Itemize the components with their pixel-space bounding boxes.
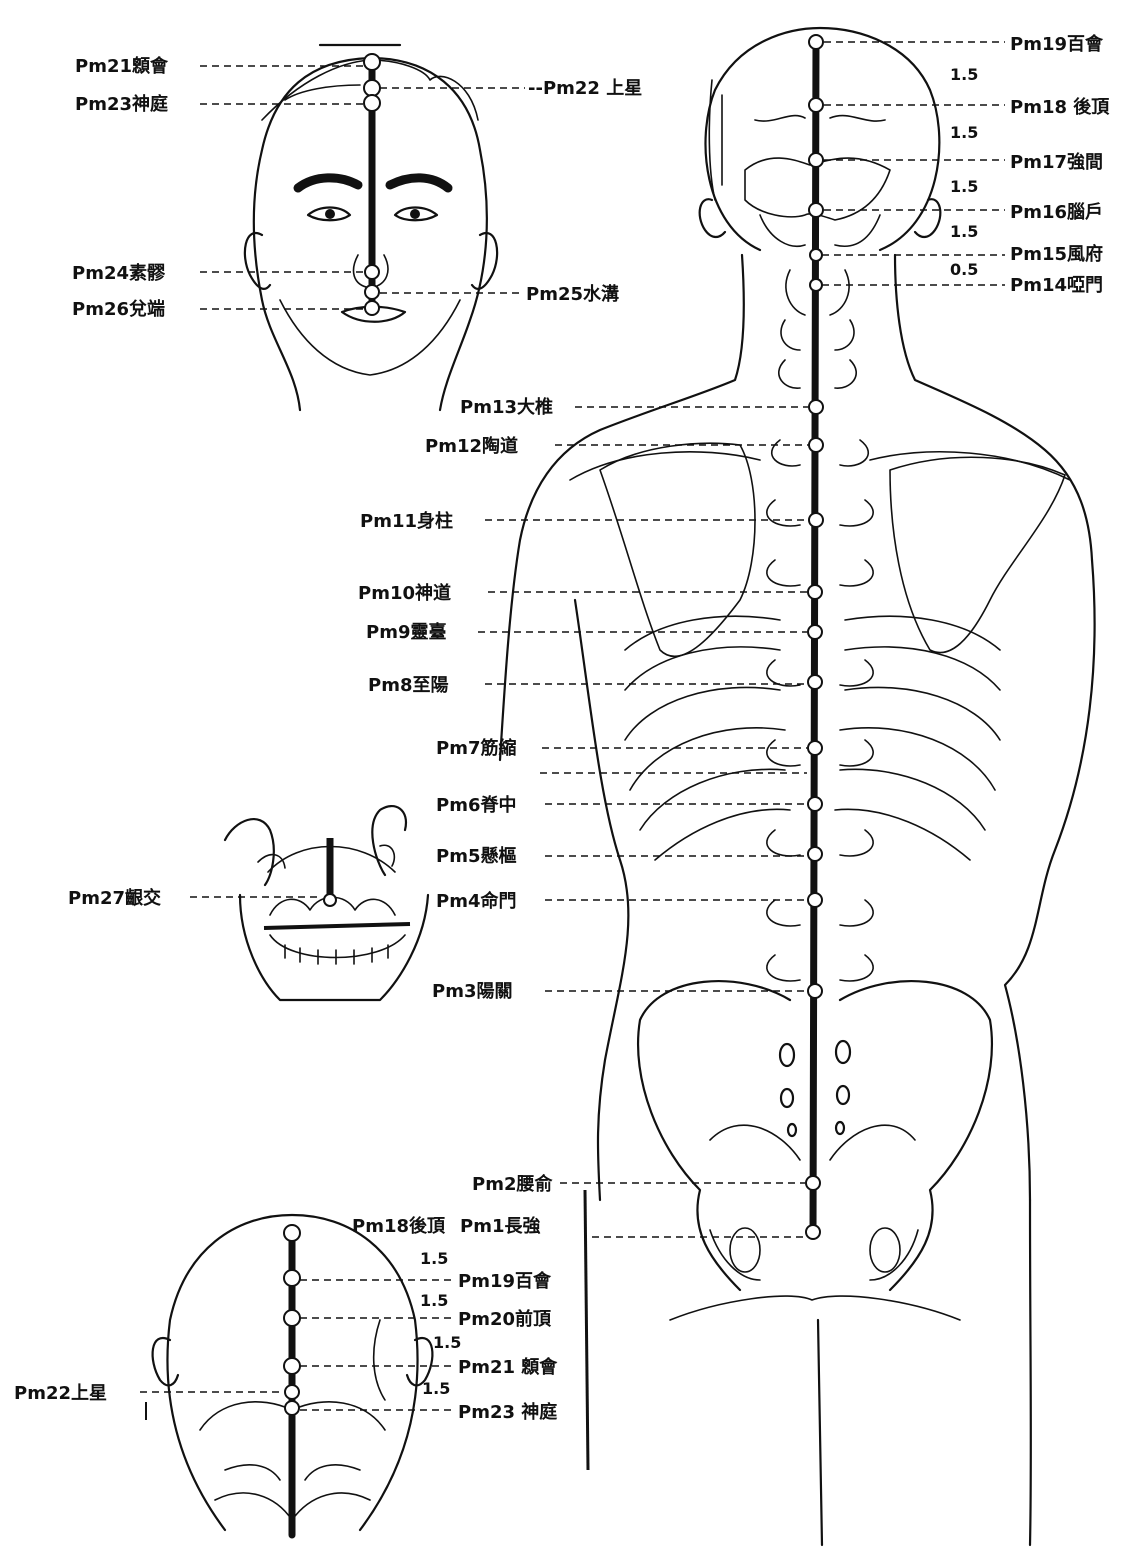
label-pm15: Pm15風府	[1010, 243, 1103, 265]
label-pm10: Pm10神道	[358, 582, 451, 604]
label-pm14: Pm14啞門	[1010, 275, 1103, 296]
label-pm23-head: Pm23 神庭	[458, 1401, 557, 1423]
label-pm6: Pm6脊中	[436, 794, 516, 816]
divider-line	[585, 1190, 588, 1470]
gum-acupoint	[324, 894, 336, 906]
spacing-head-2: 1.5	[420, 1291, 448, 1310]
label-pm24-face: Pm24素髎	[72, 263, 166, 284]
label-pm3: Pm3陽關	[432, 981, 512, 1002]
spacing-back-1: 1.5	[950, 65, 978, 84]
label-pm11: Pm11身柱	[360, 510, 453, 532]
label-pm23-face: Pm23神庭	[75, 93, 168, 115]
label-pm2: Pm2腰俞	[472, 1173, 553, 1195]
face-leader-lines	[200, 66, 525, 309]
label-pm22-head: Pm22上星	[14, 1383, 107, 1404]
label-pm16: Pm16腦戶	[1010, 201, 1103, 223]
label-pm20-head: Pm20前頂	[458, 1308, 552, 1330]
spacing-head-3: 1.5	[433, 1333, 461, 1352]
label-pm19-back: Pm19百會	[1010, 33, 1104, 55]
label-pm21-face: Pm21顖會	[75, 55, 169, 77]
label-pm25-face: Pm25水溝	[526, 283, 619, 305]
label-pm17: Pm17強間	[1010, 151, 1103, 173]
label-pm5: Pm5懸樞	[436, 845, 516, 867]
label-pm9: Pm9靈臺	[366, 621, 446, 643]
label-pm27: Pm27齦交	[68, 887, 161, 909]
label-pm26-face: Pm26兌端	[72, 299, 165, 320]
head-leader-lines	[140, 1280, 455, 1420]
label-pm19-head: Pm19百會	[458, 1270, 552, 1292]
spacing-head-1: 1.5	[420, 1249, 448, 1268]
spacing-back-2: 1.5	[950, 123, 978, 142]
label-pm22-face: --Pm22 上星	[528, 78, 642, 99]
spacing-back-5: 0.5	[950, 260, 978, 279]
label-pm7: Pm7筋縮	[436, 737, 516, 759]
label-pm1: Pm1長強	[460, 1215, 540, 1237]
spacing-back-3: 1.5	[950, 177, 978, 196]
label-pm8: Pm8至陽	[368, 675, 448, 696]
label-pm18-head: Pm18後頂	[352, 1215, 446, 1237]
label-pm4: Pm4命門	[436, 890, 516, 912]
label-pm18-back: Pm18 後頂	[1010, 96, 1110, 118]
back-leader-lines	[478, 42, 1005, 1237]
back-figure	[500, 28, 1095, 1545]
spacing-head-4: 1.5	[422, 1379, 450, 1398]
label-pm12: Pm12陶道	[425, 435, 518, 457]
spacing-back-4: 1.5	[950, 222, 978, 241]
label-pm13: Pm13大椎	[460, 396, 553, 418]
label-pm21-head: Pm21 顖會	[458, 1356, 558, 1378]
